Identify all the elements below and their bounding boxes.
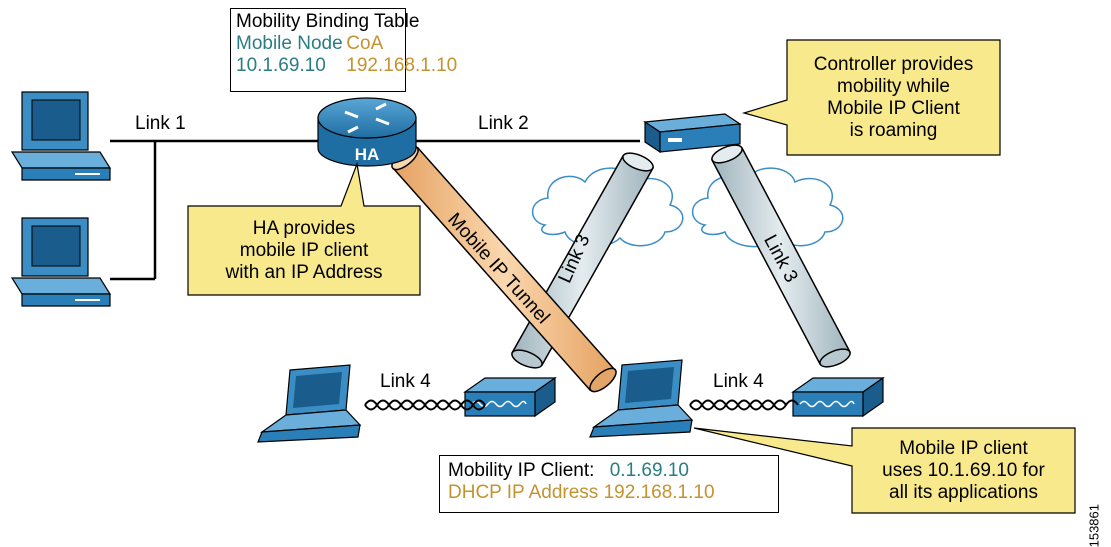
binding-table-mobile-node-value: 10.1.69.10 <box>236 55 326 76</box>
binding-table-coa-value: 192.168.1.10 <box>346 55 458 76</box>
access-point-right-icon <box>791 376 885 418</box>
link-4-left-label: Link 4 <box>380 371 431 392</box>
client-box-dhcp: DHCP IP Address 192.168.1.10 <box>448 482 715 503</box>
controller-callout-line: is roaming <box>849 119 938 141</box>
binding-table-coa-header: CoA <box>346 33 384 54</box>
controller-callout-bubble <box>741 39 1001 156</box>
client-callout-line: all its applications <box>889 481 1038 503</box>
ha-callout-line: with an IP Address <box>225 261 383 283</box>
client-box-ip: 0.1.69.10 <box>609 460 689 481</box>
network-diagram: HA <box>10 39 1076 514</box>
desktop-pc-top-icon <box>10 91 112 181</box>
ha-router-icon: HA <box>317 97 417 167</box>
link-1-wiring <box>110 139 330 281</box>
mobility-binding-table: Mobility Binding Table Mobile Node CoA 1… <box>230 8 457 92</box>
controller-icon <box>643 113 742 154</box>
desktop-pc-bottom-icon <box>10 217 112 307</box>
link-3-right-pipe <box>710 144 852 368</box>
access-point-left-icon <box>463 376 557 418</box>
link-4-right-wireless <box>689 399 799 411</box>
link-1-label: Link 1 <box>135 113 186 134</box>
binding-table-title: Mobility Binding Table <box>236 11 420 32</box>
controller-callout-text: Controller provides mobility while Mobil… <box>787 40 1000 155</box>
link-4-right-label: Link 4 <box>713 371 764 392</box>
controller-callout-line: mobility while <box>837 75 950 97</box>
figure-id: 153861 <box>1086 504 1101 547</box>
binding-table-mobile-node-header: Mobile Node <box>236 33 343 54</box>
link-2-label: Link 2 <box>478 113 529 134</box>
mobility-ip-client-box: Mobility IP Client: 0.1.69.10 DHCP IP Ad… <box>439 455 779 513</box>
laptop-left-icon <box>257 364 362 443</box>
client-callout-line: uses 10.1.69.10 for <box>882 459 1045 481</box>
client-box-label: Mobility IP Client: <box>448 460 595 481</box>
ha-callout-line: HA provides <box>252 217 356 239</box>
laptop-right-icon <box>589 359 694 438</box>
ha-callout-line: mobile IP client <box>239 239 369 261</box>
client-callout-bubble <box>693 427 1076 514</box>
ha-callout-text: HA provides mobile IP client with an IP … <box>188 206 420 295</box>
controller-callout-line: Mobile IP Client <box>827 97 960 119</box>
ha-callout-bubble <box>187 161 421 296</box>
controller-callout-line: Controller provides <box>813 53 974 75</box>
client-callout-line: Mobile IP client <box>899 437 1028 459</box>
link-4-left-wireless <box>364 399 486 411</box>
ha-router-label: HA <box>355 145 380 164</box>
client-callout-text: Mobile IP client uses 10.1.69.10 for all… <box>852 428 1075 513</box>
